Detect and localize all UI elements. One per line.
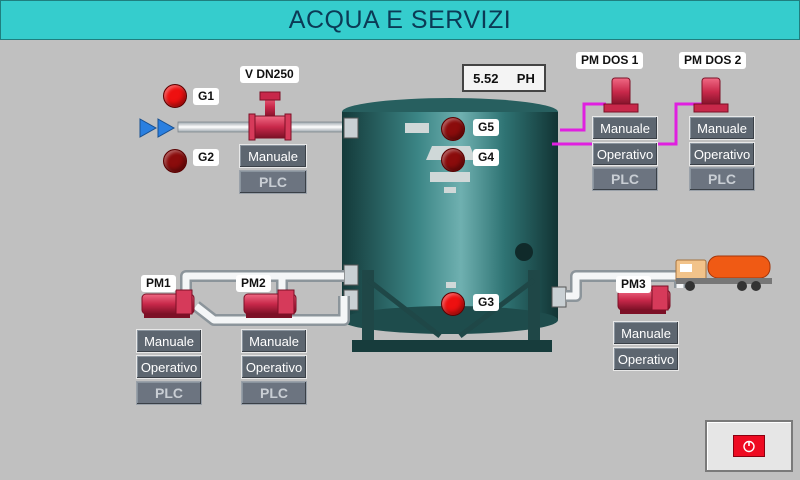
- pm1-operative-button[interactable]: Operativo: [136, 355, 202, 379]
- pm2-plc-button[interactable]: PLC: [241, 381, 307, 405]
- sensor-g3-indicator: [441, 292, 465, 316]
- sensor-g1-label: G1: [193, 88, 220, 105]
- valve-v-dn250: [248, 91, 292, 141]
- pm-dos-2-manual-button[interactable]: Manuale: [689, 116, 755, 140]
- valve-label: V DN250: [240, 66, 299, 83]
- pm3-label: PM3: [616, 276, 651, 293]
- pm1-pump: [141, 289, 195, 318]
- ph-unit: PH: [516, 70, 535, 86]
- sensor-g1-indicator: [163, 84, 187, 108]
- power-icon: [733, 435, 765, 457]
- sensor-g4-indicator: [441, 148, 465, 172]
- pm-dos-1-manual-button[interactable]: Manuale: [592, 116, 658, 140]
- sensor-g2-label: G2: [193, 149, 220, 166]
- sensor-g5-label: G5: [473, 119, 500, 136]
- pm2-manual-button[interactable]: Manuale: [241, 329, 307, 353]
- flow-arrow-icon: [139, 118, 176, 138]
- dosing-line-1: [560, 102, 606, 132]
- sensor-g4-label: G4: [473, 149, 500, 166]
- sensor-g2-indicator: [163, 149, 187, 173]
- pm-dos-1-label: PM DOS 1: [576, 52, 644, 69]
- pm3-operative-button[interactable]: Operativo: [613, 347, 679, 371]
- page-title: ACQUA E SERVIZI: [288, 5, 512, 34]
- valve-manual-button[interactable]: Manuale: [239, 144, 307, 168]
- pm-dos-2-pump: [693, 77, 729, 113]
- pm-dos-2-plc-button[interactable]: PLC: [689, 167, 755, 191]
- pm1-manual-button[interactable]: Manuale: [136, 329, 202, 353]
- pm1-label: PM1: [141, 275, 176, 292]
- pm-dos-1-operative-button[interactable]: Operativo: [592, 142, 658, 166]
- tanker-truck-icon: [675, 255, 772, 291]
- valve-plc-button[interactable]: PLC: [239, 170, 307, 194]
- pm-dos-1-plc-button[interactable]: PLC: [592, 167, 658, 191]
- sensor-g3-label: G3: [473, 294, 500, 311]
- pm-dos-2-operative-button[interactable]: Operativo: [689, 142, 755, 166]
- ph-value: 5.52: [473, 70, 499, 86]
- pm3-pump: [617, 285, 671, 314]
- ph-display: 5.52 PH: [462, 64, 546, 92]
- pm1-plc-button[interactable]: PLC: [136, 381, 202, 405]
- pm2-pump: [243, 289, 297, 318]
- pm-dos-1-pump: [603, 77, 639, 113]
- main-tank: [342, 98, 567, 352]
- title-bar: ACQUA E SERVIZI: [0, 0, 800, 40]
- pm2-operative-button[interactable]: Operativo: [241, 355, 307, 379]
- sensor-g5-indicator: [441, 117, 465, 141]
- pm-dos-2-label: PM DOS 2: [679, 52, 747, 69]
- power-off-button[interactable]: [705, 420, 793, 472]
- pm2-label: PM2: [236, 275, 271, 292]
- pm3-manual-button[interactable]: Manuale: [613, 321, 679, 345]
